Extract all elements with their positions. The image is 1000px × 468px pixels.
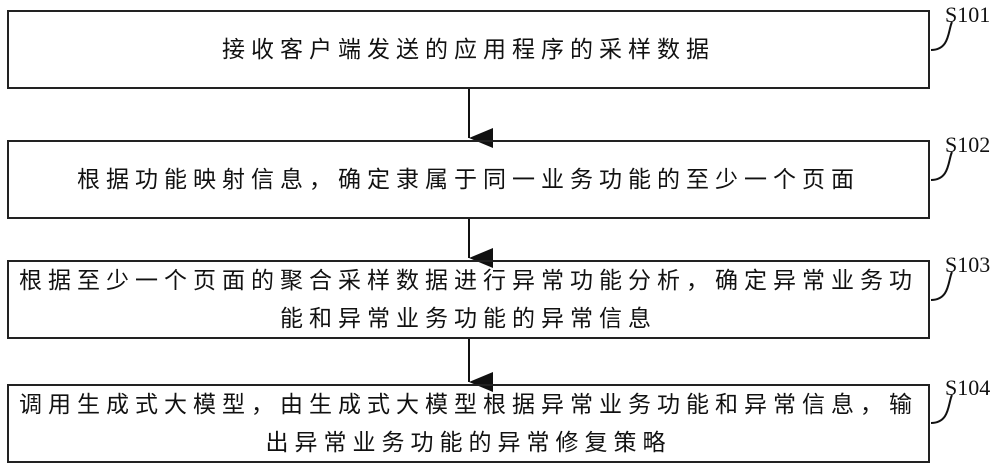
step-label-s103: S103 [945,252,991,277]
step-box-s101: 接收客户端发送的应用程序的采样数据 [7,10,930,89]
leader-s104 [930,394,953,424]
leader-s103 [930,271,953,301]
step-text: 根据功能映射信息，确定隶属于同一业务功能的至少一个页面 [77,166,860,193]
step-label-s102: S102 [945,132,991,157]
leader-s101 [930,21,953,51]
step-box-s104: 调用生成式大模型，由生成式大模型根据异常业务功能和异常信息，输 出异常业务功能的… [7,384,930,463]
step-label-s101: S101 [945,2,991,27]
step-text-line-2: 能和异常业务功能的异常信息 [280,305,657,332]
step-text-line-2: 出异常业务功能的异常修复策略 [265,429,672,456]
step-text-line-1: 调用生成式大模型，由生成式大模型根据异常业务功能和异常信息，输 [19,391,918,418]
step-label-s104: S104 [945,375,991,400]
step-box-s102: 根据功能映射信息，确定隶属于同一业务功能的至少一个页面 [7,140,930,219]
leader-s102 [930,151,953,181]
step-box-s103: 根据至少一个页面的聚合采样数据进行异常功能分析，确定异常业务功 能和异常业务功能… [7,260,930,339]
step-text-line-1: 根据至少一个页面的聚合采样数据进行异常功能分析，确定异常业务功 [19,267,918,294]
step-text: 接收客户端发送的应用程序的采样数据 [222,36,715,63]
